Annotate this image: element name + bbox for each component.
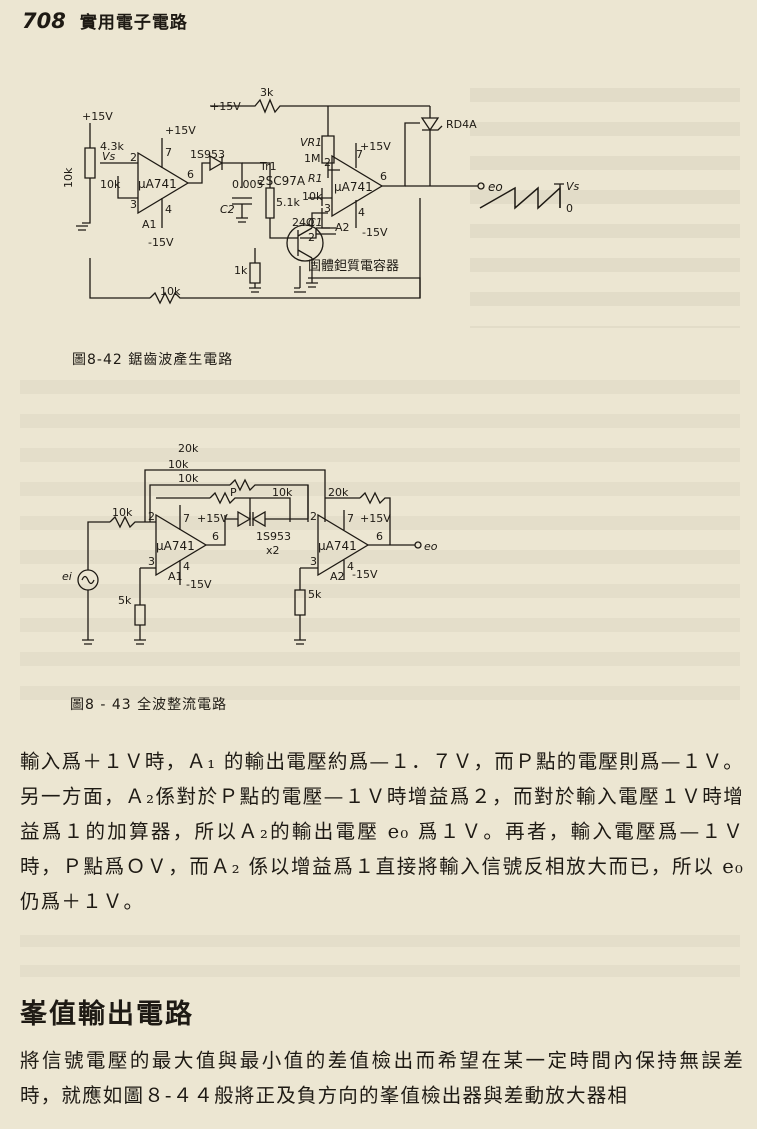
label-vs-out: Vs <box>566 180 580 193</box>
body-paragraph-last: 將信號電壓的最大值與最小值的差值檢出而希望在某一定時間內保持無誤差時，就應如圖８… <box>20 1049 744 1107</box>
circuit-wires-a1 <box>76 123 421 305</box>
label-a1: A1 <box>142 218 157 231</box>
label-pin7-b: 7 <box>356 148 363 161</box>
label-ua741-a: μA741 <box>156 539 195 553</box>
label-zero: 0 <box>566 202 573 215</box>
label-pin2-b: 2 <box>324 156 331 169</box>
label-pin4-a: 4 <box>165 203 172 216</box>
bleed-through <box>20 935 740 985</box>
figure-8-43: 20k 10k 10k P 10k 20k 10k ei 2 3 μA741 7… <box>60 440 500 655</box>
label-plus15-b: +15V <box>360 512 391 525</box>
label-r1m: 1M <box>304 152 321 165</box>
label-pin6-a: 6 <box>212 530 219 543</box>
label-pin6-b: 6 <box>376 530 383 543</box>
label-r1k: 1k <box>234 264 248 277</box>
body-paragraph: 輸入爲＋１Ｖ時，Ａ₁ 的輸出電壓約爲—１．７Ｖ，而Ｐ點的電壓則爲—１Ｖ。另一方面… <box>20 750 744 913</box>
label-minus15-b: -15V <box>362 226 388 239</box>
label-r3k: 3k <box>260 86 274 99</box>
caption-fig-8-42: 圖8-42 鋸齒波產生電路 <box>72 352 234 368</box>
sawtooth-waveform <box>479 183 564 210</box>
label-pin7-a: 7 <box>183 512 190 525</box>
label-r51k: 5.1k <box>276 196 300 209</box>
label-pin3-b: 3 <box>324 202 331 215</box>
label-diodes: 1S953 <box>256 530 291 543</box>
label-r5k-b: 5k <box>308 588 322 601</box>
label-ua741-b: μA741 <box>334 180 373 194</box>
label-plus15-a: +15V <box>82 110 113 123</box>
label-r10k-in: 10k <box>112 506 133 519</box>
label-r24: 24Ω <box>292 216 314 229</box>
label-out: eo <box>424 540 438 553</box>
label-x2: x2 <box>266 544 280 557</box>
label-out: eo <box>488 180 503 194</box>
label-plus15-b: +15V <box>165 124 196 137</box>
label-zener: RD4A <box>446 118 477 131</box>
label-diode1: 1S953 <box>190 148 225 161</box>
opamp-a1 <box>137 151 190 215</box>
label-r43k: 4.3k <box>100 140 124 153</box>
label-pin7-b: 7 <box>347 512 354 525</box>
label-plus15-a: +15V <box>197 512 228 525</box>
label-pin3-a: 3 <box>148 555 155 568</box>
page-number: 708 <box>22 9 66 33</box>
label-ua741-a: μA741 <box>138 177 177 191</box>
label-pin4-b: 4 <box>358 206 365 219</box>
label-r10k-r: 10k <box>272 486 293 499</box>
label-tr-part: 2SC97A <box>258 174 306 188</box>
opamp-a2 <box>317 513 370 577</box>
label-minus15-b: -15V <box>352 568 378 581</box>
label-r1: R1 <box>308 172 323 185</box>
label-pin3-a: 3 <box>130 198 137 211</box>
label-a2: A2 <box>330 570 345 583</box>
label-r10k-fb: 10k <box>160 285 181 298</box>
label-c1-val: 2 <box>308 231 315 244</box>
label-r10k-b: 10k <box>302 190 323 203</box>
label-pin2-b: 2 <box>310 510 317 523</box>
opamp-a1 <box>155 513 208 577</box>
label-tr1: Tr1 <box>259 160 277 173</box>
label-pin2-a: 2 <box>130 151 137 164</box>
label-vr1: VR1 <box>300 136 322 149</box>
label-c2: C2 <box>220 203 235 216</box>
label-r20k-top: 20k <box>178 442 199 455</box>
label-p: P <box>230 486 237 499</box>
label-ei: ei <box>62 570 72 583</box>
label-pin7-a: 7 <box>165 146 172 159</box>
caption-fig-8-43: 圖8 - 43 全波整流電路 <box>70 697 228 713</box>
label-vs: Vs <box>102 150 116 163</box>
opamp-a2 <box>331 154 384 218</box>
label-r10k-in: 10k <box>100 178 121 191</box>
label-r5k-a: 5k <box>118 594 132 607</box>
label-plus15-c: +15V <box>210 100 241 113</box>
label-pin6-b: 6 <box>380 170 387 183</box>
label-plus15-d: +15V <box>360 140 391 153</box>
label-a1: A1 <box>168 570 183 583</box>
label-pin6-a: 6 <box>187 168 194 181</box>
label-minus15-a: -15V <box>186 578 212 591</box>
figure-8-42: +15V 4.3k 10k Vs 10k 2 3 μA741 A1 +15V 7… <box>60 86 680 313</box>
label-pin2-a: 2 <box>148 510 155 523</box>
label-r10k-pot: 10k <box>62 167 75 188</box>
label-c2-val: 0.005 <box>232 178 264 191</box>
label-pin4-b: 4 <box>347 560 354 573</box>
label-ua741-b: μA741 <box>318 539 357 553</box>
label-c1: C1 <box>308 216 323 229</box>
page-header: 708 實用電子電路 <box>22 8 188 42</box>
circuit-wires-a2 <box>210 98 485 298</box>
label-pin4-a: 4 <box>183 560 190 573</box>
label-r10k-mid: 10k <box>178 472 199 485</box>
label-a2: A2 <box>335 221 350 234</box>
running-title: 實用電子電路 <box>79 13 188 33</box>
circuit-wires <box>77 469 422 645</box>
label-r10k-top: 10k <box>168 458 189 471</box>
section-heading: 峯值輸出電路 <box>20 999 194 1030</box>
label-pin3-b: 3 <box>310 555 317 568</box>
label-cap-note: 固體鉭質電容器 <box>308 258 399 274</box>
label-minus15-a: -15V <box>148 236 174 249</box>
bleed-through <box>20 380 740 700</box>
label-r20k-r: 20k <box>328 486 349 499</box>
